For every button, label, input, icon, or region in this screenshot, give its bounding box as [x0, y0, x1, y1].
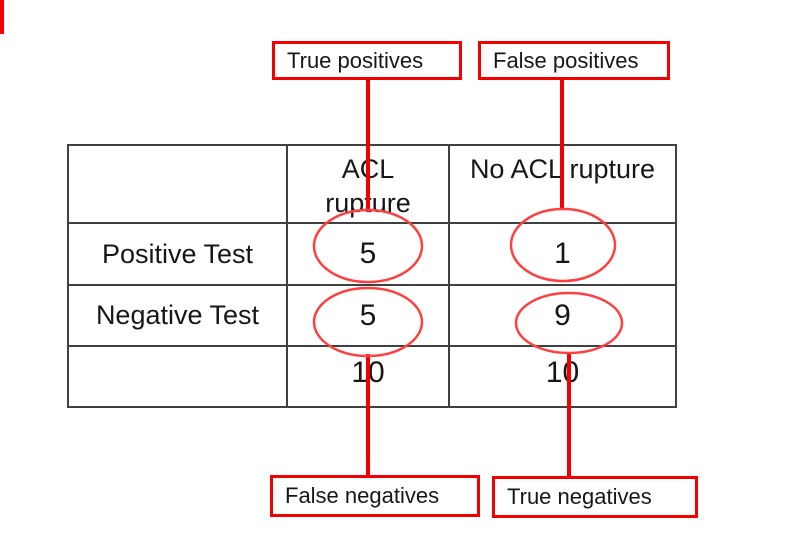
- connector-line-false-negatives: [366, 354, 370, 475]
- connector-line-true-negatives: [567, 353, 571, 476]
- connector-line-false-positives: [560, 80, 564, 209]
- cell-true-negatives-value: 9: [450, 286, 675, 347]
- row-label-positive-test: Positive Test: [69, 224, 288, 286]
- callout-false-negatives-label: False negatives: [285, 483, 440, 508]
- row-label-negative-test: Negative Test: [69, 286, 288, 347]
- callout-false-positives-label: False positives: [493, 47, 639, 73]
- header-cell-no-acl-rupture: No ACL rupture: [450, 146, 675, 224]
- callout-true-positives-label: True positives: [287, 47, 424, 73]
- row-label-totals-empty: [69, 347, 288, 406]
- cell-no-acl-total: 10: [545, 356, 580, 389]
- connector-line-true-positives: [366, 80, 370, 212]
- cell-true-positives-value: 5: [288, 224, 450, 286]
- callout-true-negatives-label: True negatives: [507, 484, 652, 509]
- callout-false-positives: False positives: [478, 41, 670, 80]
- confusion-matrix-table: ACL rupture No ACL rupture Positive Test…: [67, 144, 677, 408]
- cell-false-positives-value: 1: [450, 224, 675, 286]
- header-cell-empty: [69, 146, 288, 224]
- red-edge-mark: [0, 0, 4, 34]
- callout-false-negatives: False negatives: [270, 475, 480, 517]
- cell-false-negatives-value: 5: [288, 286, 450, 347]
- callout-true-positives: True positives: [272, 41, 462, 80]
- callout-true-negatives: True negatives: [492, 476, 698, 518]
